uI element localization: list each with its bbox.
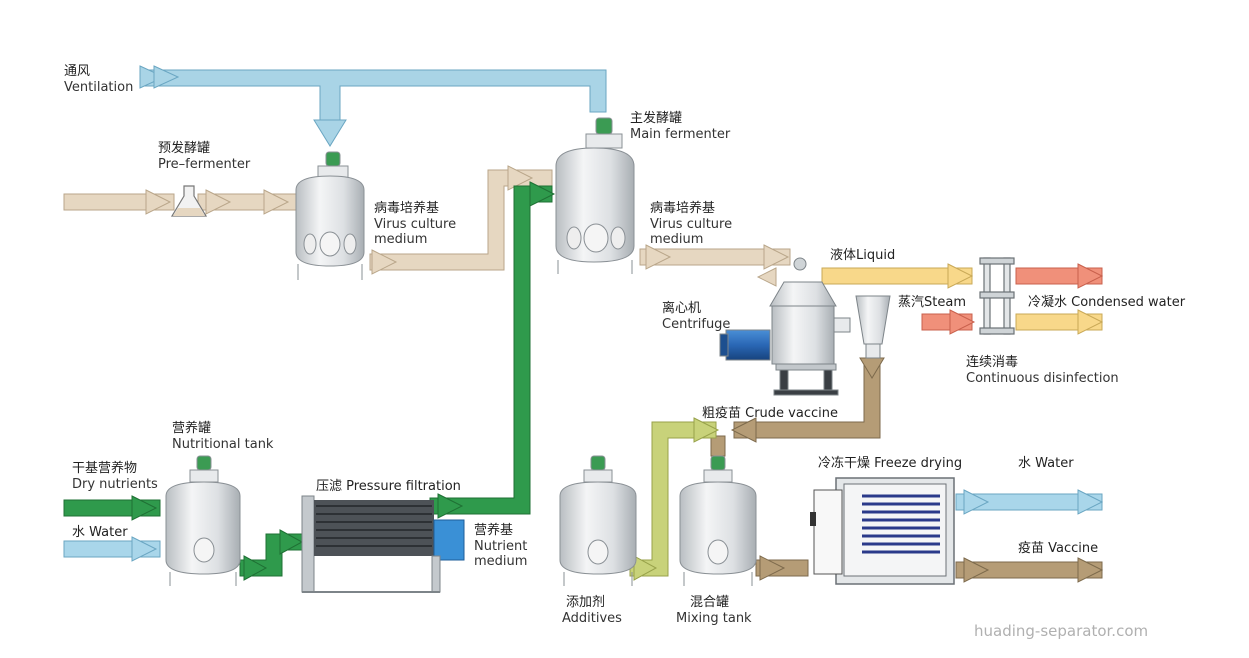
- additives-tank-icon: [559, 455, 637, 586]
- centrifuge-label-zh: 离心机: [662, 300, 701, 316]
- freeze-dryer-icon: [810, 477, 955, 585]
- virus-medium-1-label-en1: Virus culture: [374, 217, 456, 232]
- condensed-water-label: 冷凝水 Condensed water: [1028, 294, 1186, 310]
- ventilation-label-zh: 通风: [64, 64, 90, 79]
- steam-pipe: [921, 263, 1104, 335]
- crude-vaccine-label: 粗疫苗 Crude vaccine: [702, 405, 838, 421]
- prefermenter-label-zh: 预发酵罐: [158, 140, 210, 156]
- condensed-water-pipe: [1015, 309, 1104, 335]
- main-fermenter-label-en: Main fermenter: [630, 127, 731, 142]
- prefermenter-inlet-pipe: [63, 189, 297, 215]
- mixing-tank-label-en: Mixing tank: [676, 611, 752, 626]
- ventilation-label-en: Ventilation: [64, 80, 133, 95]
- water-out-label: 水 Water: [1018, 456, 1074, 471]
- virus-medium-2-label-en1: Virus culture: [650, 217, 732, 232]
- virus-medium-pipe-1: [369, 165, 553, 275]
- virus-medium-1-label-en2: medium: [374, 232, 427, 247]
- main-fermenter-tank-icon: [555, 117, 635, 274]
- nutritional-tank-label-zh: 营养罐: [172, 420, 211, 436]
- virus-medium-pipe-2: [639, 244, 791, 287]
- additives-pipe: [629, 417, 720, 581]
- freeze-water-pipe: [955, 489, 1104, 515]
- water-in-label: 水 Water: [72, 525, 128, 540]
- vaccine-label: 疫苗 Vaccine: [1018, 540, 1098, 556]
- nutrient-pipe: [63, 181, 556, 581]
- main-fermenter-label-zh: 主发酵罐: [630, 110, 682, 126]
- nutritional-tank-icon: [165, 455, 241, 586]
- prefermenter-flask-icon: [170, 185, 208, 217]
- mixing-outlet-pipe: [755, 555, 809, 581]
- nutrient-medium-label-en1: Nutrient: [474, 539, 527, 554]
- nutrient-medium-label-en2: medium: [474, 554, 527, 569]
- filter-press-icon: [301, 495, 465, 593]
- continuous-disinfection-label-en: Continuous disinfection: [966, 371, 1119, 386]
- virus-medium-2-label-zh: 病毒培养基: [650, 200, 715, 216]
- virus-medium-1-label-zh: 病毒培养基: [374, 200, 439, 216]
- mixing-tank-label-zh: 混合罐: [690, 595, 729, 610]
- vaccine-pipe: [955, 557, 1104, 583]
- steam-label: 蒸汽Steam: [898, 295, 966, 310]
- freeze-drying-label: 冷冻干燥 Freeze drying: [818, 455, 962, 471]
- pressure-filtration-label: 压滤 Pressure filtration: [316, 479, 461, 494]
- mixing-tank-icon: [679, 455, 757, 586]
- liquid-pipe: [821, 263, 974, 289]
- prefermenter-label-en: Pre–fermenter: [158, 157, 251, 172]
- liquid-label: 液体Liquid: [830, 248, 895, 263]
- dry-nutrients-label-en: Dry nutrients: [72, 477, 158, 492]
- continuous-disinfection-label-zh: 连续消毒: [966, 354, 1018, 370]
- virus-medium-2-label-en2: medium: [650, 232, 703, 247]
- nutritional-tank-label-en: Nutritional tank: [172, 437, 274, 452]
- additives-label-en: Additives: [562, 611, 622, 626]
- water-inlet-pipe: [63, 536, 161, 562]
- continuous-disinfection-icon: [979, 257, 1015, 335]
- additives-label-zh: 添加剂: [566, 595, 605, 610]
- watermark-text: huading-separator.com: [974, 622, 1148, 640]
- centrifuge-icon: [719, 257, 891, 396]
- dry-nutrients-label-zh: 干基营养物: [72, 460, 137, 476]
- crude-vaccine-pipe: [710, 357, 885, 457]
- ventilation-pipe: [139, 65, 607, 147]
- fermenter-tank-1-icon: [295, 151, 365, 280]
- centrifuge-label-en: Centrifuge: [662, 317, 730, 332]
- nutrient-medium-label-zh: 营养基: [474, 522, 513, 538]
